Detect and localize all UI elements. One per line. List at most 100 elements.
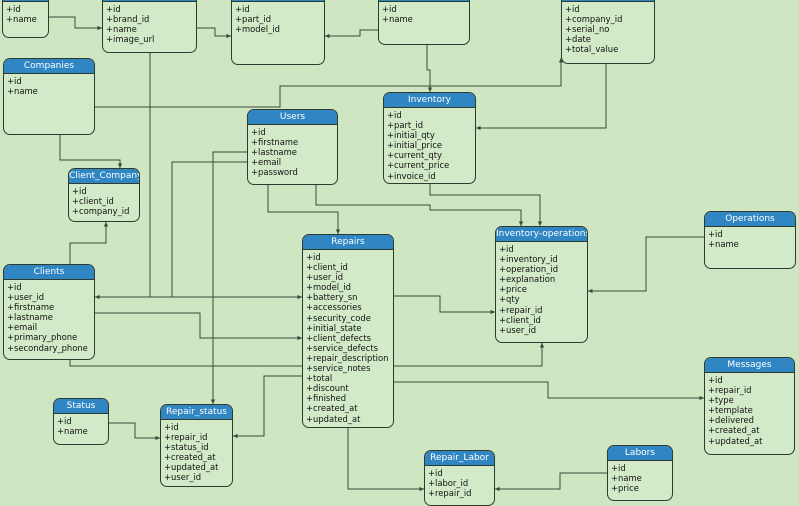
entity-field: +firstname <box>7 302 55 313</box>
entity-title <box>232 0 324 2</box>
entity-companies[interactable]: Companies+id+name <box>3 58 95 135</box>
arrowhead <box>476 125 481 131</box>
entity-invoices[interactable]: +id+company_id+serial_no+date+total_valu… <box>561 0 655 64</box>
arrowhead <box>233 433 238 439</box>
entity-fields: +id+inventory_id+operation_id+explanatio… <box>496 242 587 335</box>
entity-field: +id <box>306 252 321 262</box>
entity-field: +repair_id <box>164 432 208 443</box>
entity-field: +id <box>251 127 266 137</box>
entity-field: +discount <box>306 383 349 394</box>
entity-field: +firstname <box>251 137 299 148</box>
entity-field: +id <box>565 4 580 14</box>
entity-field: +password <box>251 167 298 178</box>
entity-field: +part_id <box>387 120 424 131</box>
entity-title: Inventory <box>384 93 475 108</box>
entity-fields: +id+name <box>705 227 795 249</box>
entity-field: +security_code <box>306 312 371 323</box>
entity-field: +id <box>6 4 21 14</box>
entity-field: +id <box>708 229 723 239</box>
entity-field: +service_notes <box>306 363 371 374</box>
entity-field: +type <box>708 395 734 406</box>
entity-messages[interactable]: Messages+id+repair_id+type+template+deli… <box>704 357 795 455</box>
entity-title: Inventory-operations <box>496 227 587 242</box>
entity-field: +user_id <box>164 472 202 483</box>
entity-field: +name <box>6 14 37 25</box>
entity-field: +current_price <box>387 160 450 171</box>
entity-field: +operation_id <box>499 264 559 275</box>
entity-field: +repair_id <box>708 385 752 396</box>
entity-fields: +id+part_id+initial_qty+initial_price+cu… <box>384 108 475 181</box>
entity-parts-models[interactable]: +id+part_id+model_id <box>231 0 325 65</box>
entity-models[interactable]: Models+id+brand_id+name+image_url <box>102 0 197 53</box>
entity-field: +secondary_phone <box>7 342 88 353</box>
entity-fields: +id+name <box>379 2 469 24</box>
entity-repair-labor[interactable]: Repair_Labor+id+labor_id+repair_id <box>424 450 495 506</box>
entity-fields: +id+name <box>3 2 48 24</box>
entity-field: +repair_description <box>306 352 389 363</box>
entity-brands[interactable]: Brands+id+name <box>2 0 49 38</box>
entity-title: Clients <box>4 265 94 280</box>
entity-fields: +id+user_id+firstname+lastname+email+pri… <box>4 280 94 353</box>
entity-field: +name <box>708 239 739 250</box>
arrowhead <box>95 294 100 300</box>
connector-status-repair-status <box>109 422 160 441</box>
connector-clients-client-company <box>69 222 109 264</box>
entity-labors[interactable]: Labors+id+name+price <box>607 445 673 501</box>
entity-clients[interactable]: Clients+id+user_id+firstname+lastname+em… <box>3 264 95 360</box>
entity-field: +user_id <box>7 292 45 303</box>
entity-field: +email <box>7 322 38 333</box>
entity-title: Users <box>248 110 337 125</box>
entity-fields: +id+firstname+lastname+email+password <box>248 125 337 177</box>
connector-operations-inv-ops <box>588 236 704 294</box>
connector-inventory-inv-ops <box>429 184 543 226</box>
connector-brands-models <box>49 16 102 31</box>
entity-field: +repair_id <box>499 304 543 315</box>
entity-field: +total_value <box>565 44 619 55</box>
connector-repairs-repair-labor <box>347 428 424 492</box>
arrowhead <box>495 486 500 492</box>
entity-fields: +id+brand_id+name+image_url <box>103 2 196 44</box>
connector-clients-repairs <box>95 312 302 341</box>
entity-client-company[interactable]: Client_Company+id+client_id+company_id <box>68 168 140 222</box>
entity-field: +id <box>428 468 443 478</box>
connector-repairs-repair-status <box>233 375 302 439</box>
entity-title <box>562 0 654 2</box>
entity-repair-status[interactable]: Repair_status+id+repair_id+status_id+cre… <box>160 404 233 487</box>
entity-inventory-operations[interactable]: Inventory-operations+id+inventory_id+ope… <box>495 226 588 343</box>
entity-operations[interactable]: Operations+id+name <box>704 211 796 269</box>
entity-field: +current_qty <box>387 150 442 161</box>
entity-fields: +id+name <box>54 414 108 436</box>
entity-field: +created_at <box>306 403 358 414</box>
entity-field: +date <box>565 34 591 45</box>
entity-field: +initial_qty <box>387 130 435 141</box>
entity-field: +accessories <box>306 302 362 313</box>
entity-field: +qty <box>499 294 520 305</box>
entity-fields: +id+repair_id+type+template+delivered+cr… <box>705 373 794 446</box>
entity-field: +id <box>382 4 397 14</box>
entity-field: +id <box>611 463 626 473</box>
entity-field: +id <box>708 375 723 385</box>
entity-parts[interactable]: +id+name <box>378 0 470 45</box>
entity-field: +id <box>106 4 121 14</box>
connector-users-repair-status <box>210 151 300 404</box>
entity-field: +client_defects <box>306 332 372 343</box>
entity-users[interactable]: Users+id+firstname+lastname+email+passwo… <box>247 109 338 185</box>
entity-field: +price <box>611 483 639 494</box>
entity-repairs[interactable]: Repairs+id+client_id+user_id+model_id+ba… <box>302 234 394 428</box>
entity-field: +template <box>708 405 753 416</box>
connector-repairs-messages <box>394 381 704 401</box>
entity-field: +company_id <box>565 14 623 25</box>
entity-field: +updated_at <box>708 435 763 446</box>
entity-field: +name <box>106 24 137 35</box>
entity-inventory[interactable]: Inventory+id+part_id+initial_qty+initial… <box>383 92 476 184</box>
entity-field: +id <box>7 282 22 292</box>
entity-status[interactable]: Status+id+name <box>53 398 109 445</box>
entity-field: +price <box>499 284 527 295</box>
entity-field: +client_id <box>499 314 541 325</box>
connector-parts-parts-models <box>325 29 378 39</box>
entity-field: +finished <box>306 393 347 404</box>
entity-field: +user_id <box>306 272 344 283</box>
entity-field: +client_id <box>306 262 348 273</box>
